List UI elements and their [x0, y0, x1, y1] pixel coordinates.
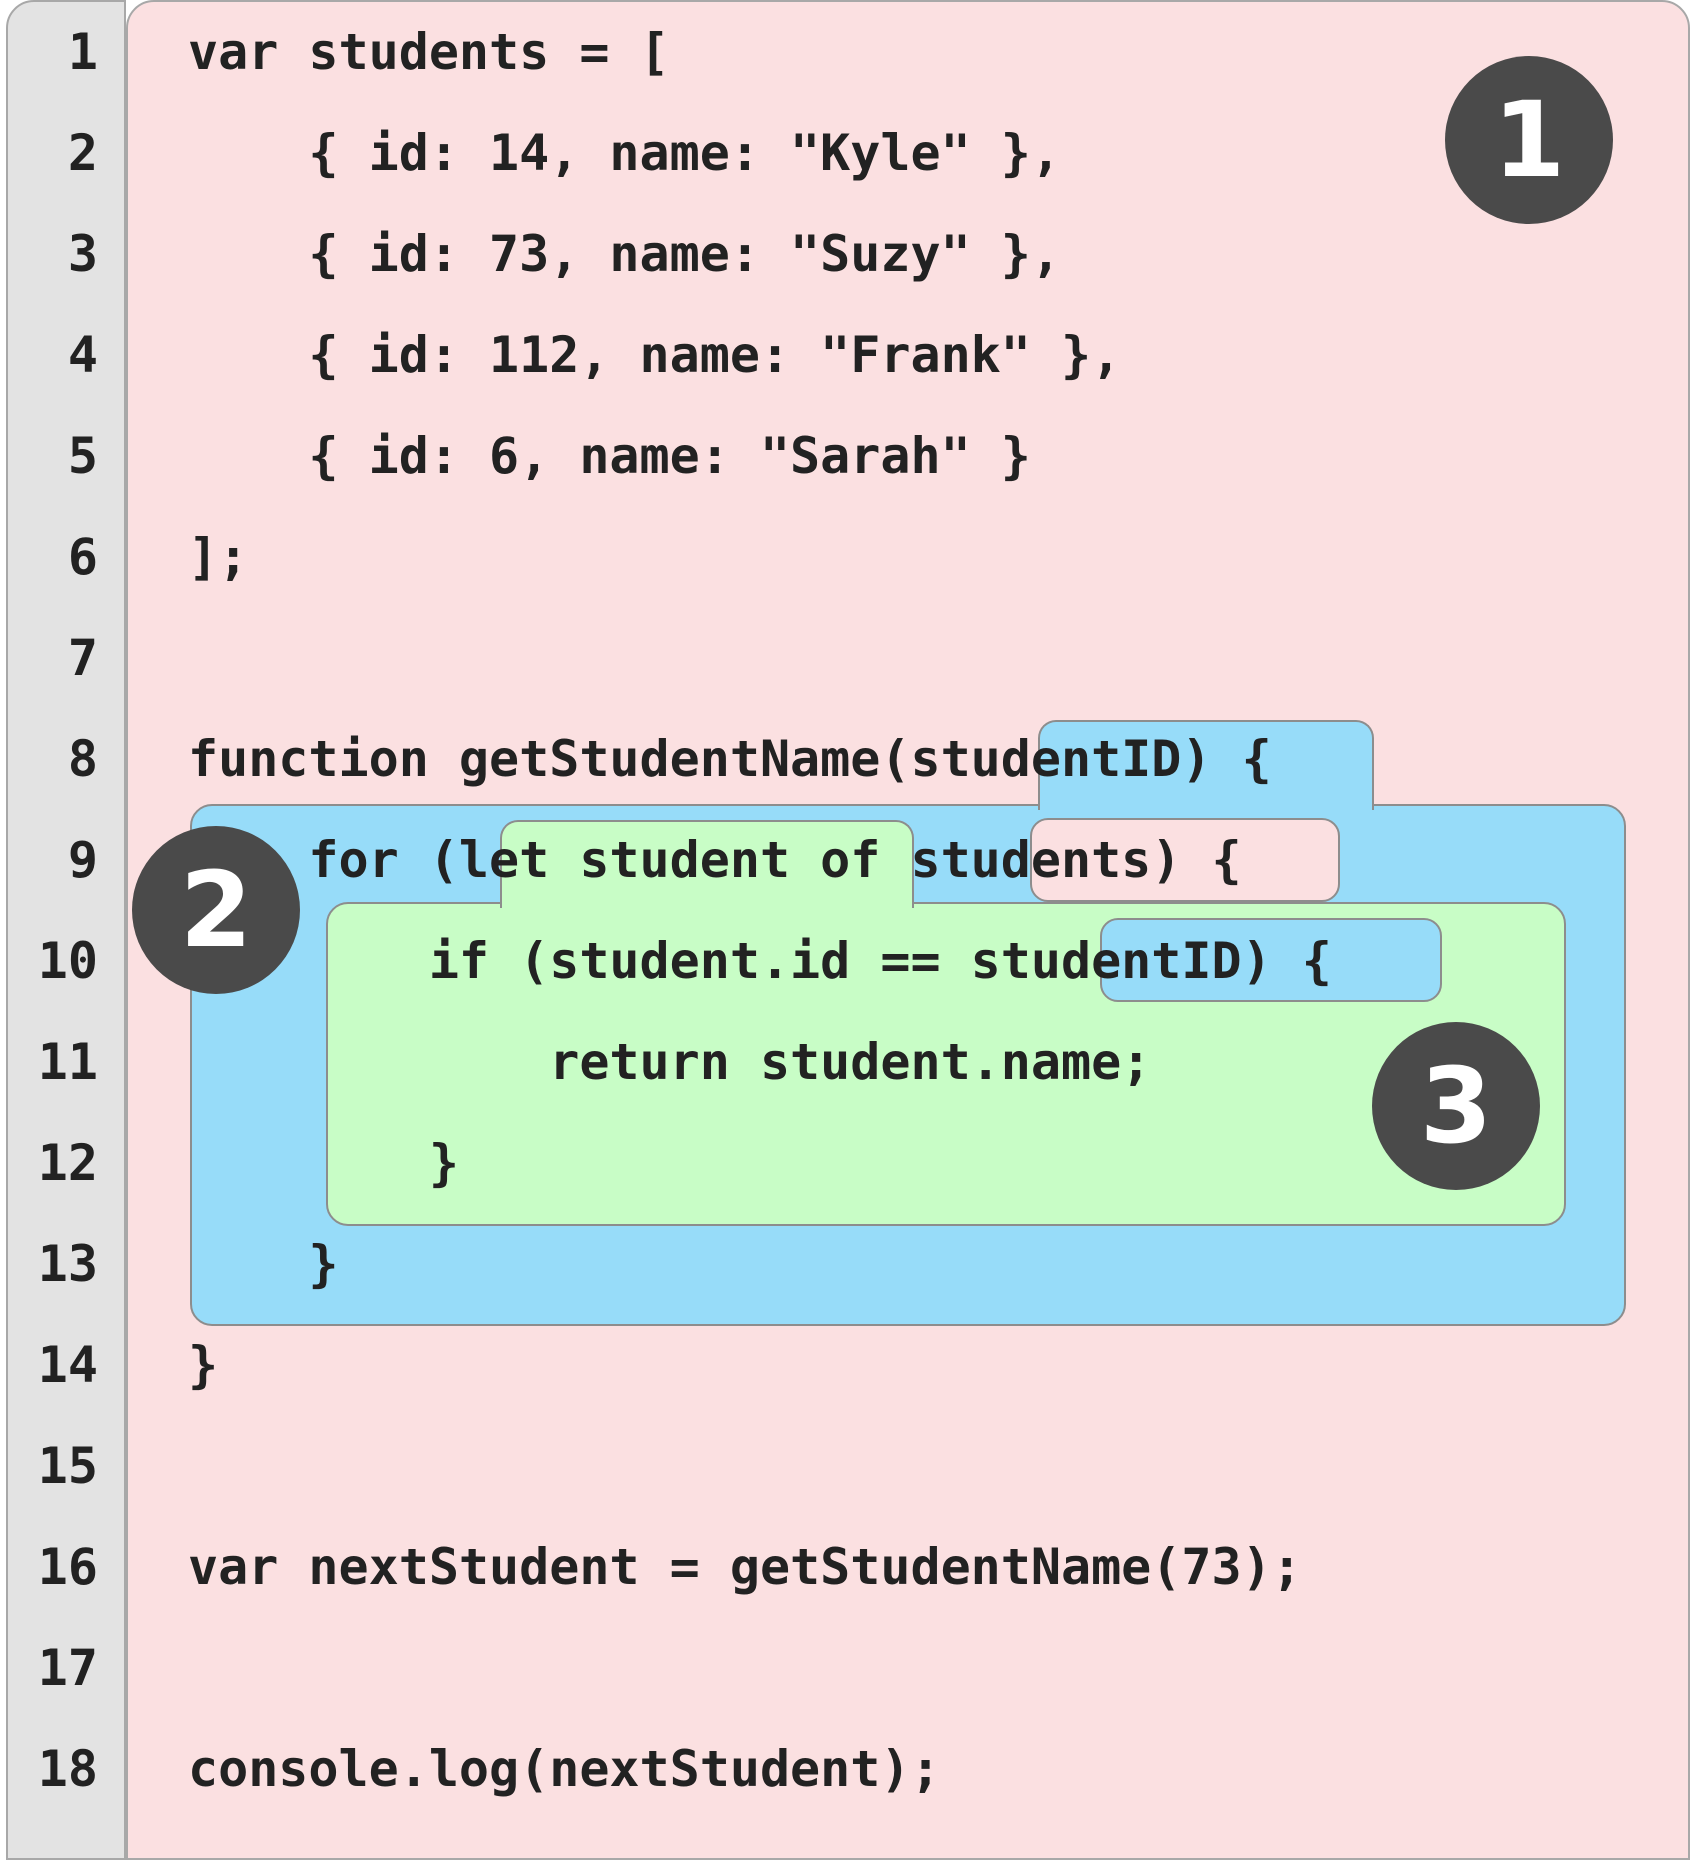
students-reference-highlight: [1030, 818, 1340, 902]
line-number: 12: [37, 1134, 98, 1192]
code-line: { id: 14, name: "Kyle" },: [188, 124, 1061, 182]
code-line: { id: 112, name: "Frank" },: [188, 326, 1122, 384]
code-line: var students = [: [188, 23, 670, 81]
scope-badge-3: 3: [1372, 1022, 1540, 1190]
code-line: ];: [188, 528, 249, 586]
line-number-gutter: [6, 0, 126, 1860]
loop-variable-highlight: [500, 820, 914, 908]
function-param-highlight: [1038, 720, 1374, 810]
line-number: 13: [37, 1235, 98, 1293]
code-line: }: [188, 1134, 459, 1192]
line-number: 8: [67, 730, 98, 788]
line-number: 18: [37, 1740, 98, 1798]
scope-badge-1: 1: [1445, 56, 1613, 224]
code-line: }: [188, 1235, 339, 1293]
line-number: 5: [67, 427, 98, 485]
line-number: 11: [37, 1033, 98, 1091]
line-number: 15: [37, 1437, 98, 1495]
code-line: console.log(nextStudent);: [188, 1740, 941, 1798]
line-number: 6: [67, 528, 98, 586]
line-number: 7: [67, 629, 98, 687]
line-number: 16: [37, 1538, 98, 1596]
code-line: { id: 6, name: "Sarah" }: [188, 427, 1031, 485]
line-number: 17: [37, 1639, 98, 1697]
code-line: if (student.id == studentID) {: [188, 932, 1332, 990]
line-number: 10: [37, 932, 98, 990]
code-line: return student.name;: [188, 1033, 1152, 1091]
line-number: 9: [67, 831, 98, 889]
code-line: }: [188, 1336, 219, 1394]
code-line: function getStudentName(studentID) {: [188, 730, 1272, 788]
line-number: 1: [67, 23, 98, 81]
line-number: 3: [67, 225, 98, 283]
code-line: var nextStudent = getStudentName(73);: [188, 1538, 1302, 1596]
line-number: 2: [67, 124, 98, 182]
line-number: 14: [37, 1336, 98, 1394]
code-line: for (let student of students) {: [188, 831, 1242, 889]
scope-badge-2: 2: [132, 826, 300, 994]
code-line: { id: 73, name: "Suzy" },: [188, 225, 1061, 283]
studentid-reference-highlight: [1100, 918, 1442, 1002]
line-number: 4: [67, 326, 98, 384]
